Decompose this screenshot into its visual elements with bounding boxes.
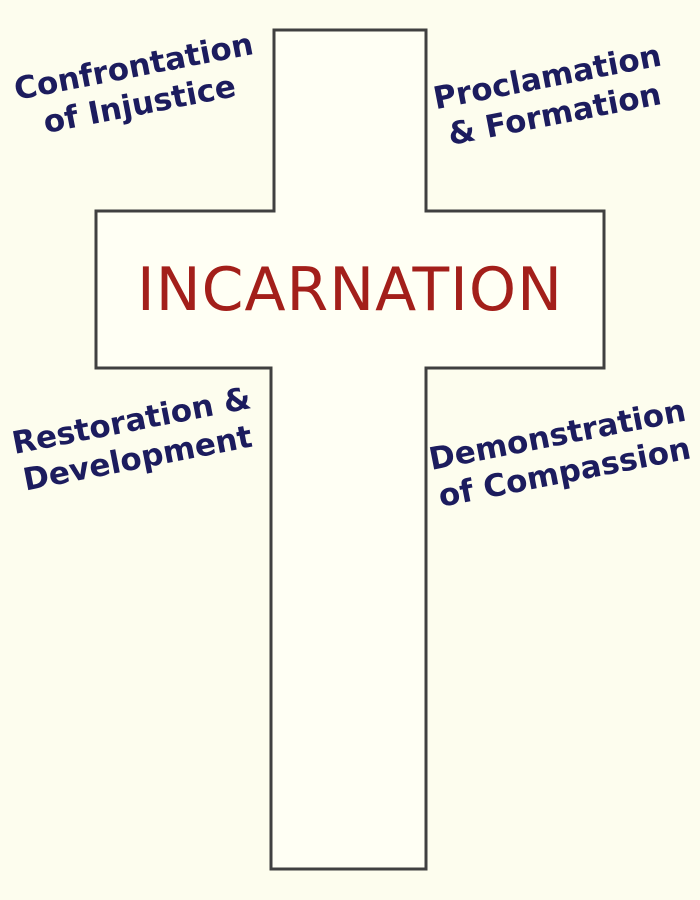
- center-title: INCARNATION: [137, 255, 563, 325]
- cross-outline: [94, 28, 606, 871]
